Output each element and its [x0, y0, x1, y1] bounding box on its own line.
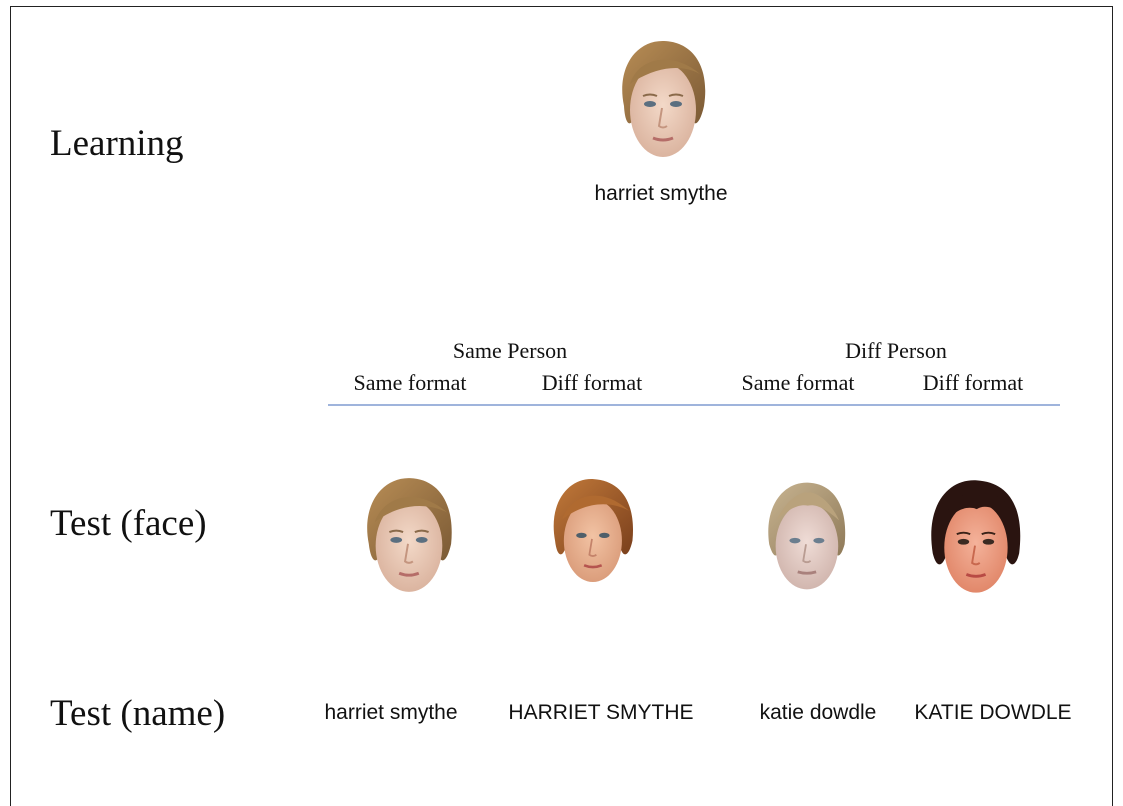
test-face-photo-same-person-same-format: [367, 478, 452, 592]
test-name-diff-person-diff-format: KATIE DOWDLE: [914, 701, 1072, 724]
learning-name-label: harriet smythe: [594, 182, 728, 205]
figure-frame: [10, 6, 1113, 806]
row-label-learning: Learning: [50, 123, 184, 164]
column-header-same-format: Same format: [741, 370, 855, 395]
header-same-person: Same Person: [452, 338, 568, 363]
test-name-same-person-same-format: harriet smythe: [324, 701, 458, 724]
column-header-same-format: Same format: [353, 370, 467, 395]
header-divider: [328, 404, 1060, 406]
row-label-test-name: Test (name): [50, 693, 226, 734]
test-face-photo-diff-person-same-format: [768, 482, 846, 590]
column-header-diff-format: Diff format: [541, 370, 643, 395]
test-face-photo-diff-person-diff-format: [931, 480, 1021, 593]
column-header-diff-format: Diff format: [922, 370, 1024, 395]
test-face-photo-same-person-diff-format: [553, 478, 634, 583]
test-name-same-person-diff-format: HARRIET SMYTHE: [508, 701, 694, 724]
row-label-test-face: Test (face): [50, 503, 207, 544]
test-name-diff-person-same-format: katie dowdle: [759, 701, 877, 724]
header-diff-person: Diff Person: [845, 338, 947, 363]
learning-face-photo: [622, 40, 706, 157]
